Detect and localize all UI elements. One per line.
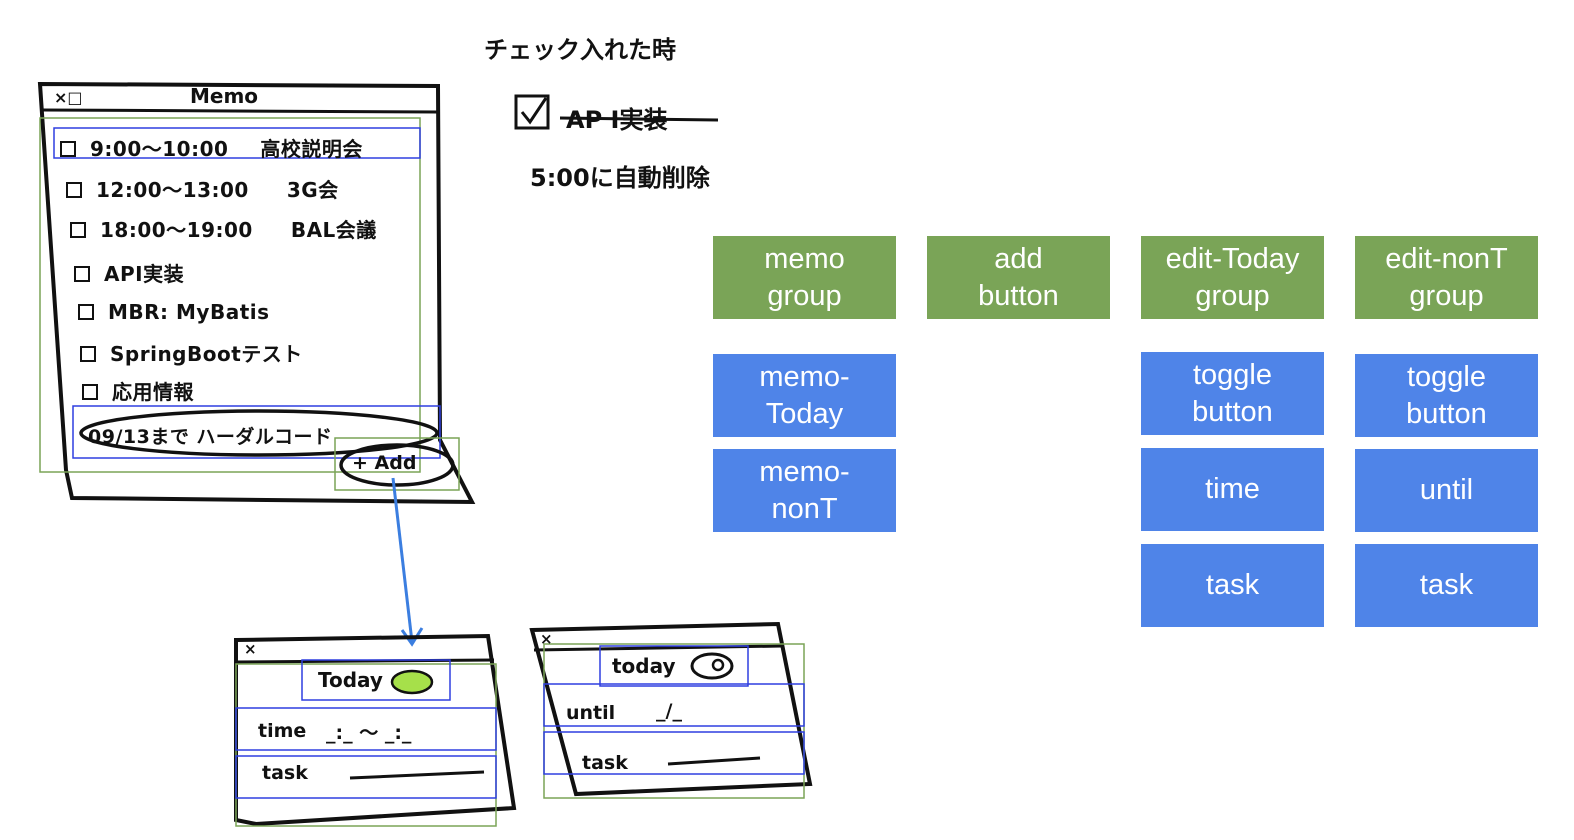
note-check-mark <box>520 97 548 125</box>
note-checkbox <box>514 94 550 130</box>
memo-today-box: memo-Today <box>713 354 896 437</box>
task-box-1: task <box>1141 544 1324 627</box>
add-button-outline <box>334 437 460 491</box>
edit-today-group-label: edit-Today group <box>1165 242 1300 312</box>
memo-row-task: 高校説明会 <box>260 137 363 161</box>
memo-row-task: BAL会議 <box>290 218 377 242</box>
memo-row-task: API実装 <box>104 262 185 286</box>
note-item-2: 5:00に自動削除 <box>530 164 710 192</box>
nont-oval <box>79 409 439 457</box>
main-window-title: Memo <box>190 84 259 108</box>
time-outline <box>235 707 497 751</box>
edit-today-group-box: edit-Today group <box>1141 236 1324 319</box>
dialog-today-close[interactable]: × <box>244 640 257 658</box>
task-box-label-2: task <box>1419 569 1474 601</box>
memo-row[interactable]: 18:00〜19:00 BAL会議 <box>70 214 377 243</box>
time-label: time <box>258 720 307 742</box>
memo-row[interactable]: 9:00〜10:00 高校説明会 <box>60 133 363 162</box>
toggle-button-label-1: toggle button <box>1192 358 1273 428</box>
add-oval <box>339 443 455 487</box>
toggle-switch-on <box>390 669 434 695</box>
until-box: until <box>1355 449 1538 532</box>
flow-arrow <box>391 477 414 643</box>
toggle-label-nont: today <box>612 654 676 678</box>
memo-row-task: SpringBootテスト <box>110 342 303 366</box>
toggle-button-box-1: toggle button <box>1141 352 1324 435</box>
task-box-2: task <box>1355 544 1538 627</box>
checkbox-icon[interactable] <box>70 222 86 238</box>
note-item-1: AP I実装 <box>566 106 668 134</box>
edit-nont-group-box: edit-nonT group <box>1355 236 1538 319</box>
add-button-box: add button <box>927 236 1110 319</box>
task-label-2: task <box>582 752 628 774</box>
memo-nont-text[interactable]: 09/13まで ハーダルコード <box>88 426 333 448</box>
main-window-close[interactable]: ×□ <box>54 88 83 107</box>
memo-row[interactable]: 12:00〜13:00 3G会 <box>66 174 339 203</box>
until-box-label: until <box>1419 474 1474 506</box>
memo-row-task: MBR: MyBatis <box>108 300 270 324</box>
until-input[interactable]: _/_ <box>656 700 682 722</box>
checkbox-icon[interactable] <box>66 182 82 198</box>
note-heading: チェック入れた時 <box>484 36 676 64</box>
task-line-1 <box>349 770 485 780</box>
memo-today-label: memo-Today <box>759 360 850 430</box>
main-window-titlebar-line <box>41 108 439 114</box>
memo-row-time: 12:00〜13:00 <box>96 178 249 202</box>
add-button-label: add button <box>978 242 1059 312</box>
toggle-switch-off <box>690 652 734 680</box>
memo-row[interactable]: 応用情報 <box>82 376 194 405</box>
toggle-label-today: Today <box>318 668 383 692</box>
until-label: until <box>566 702 616 724</box>
memo-row-task: 3G会 <box>286 178 339 202</box>
task-outline-1 <box>235 755 497 799</box>
time-box: time <box>1141 448 1324 531</box>
dialog-today-titlebar <box>235 658 495 664</box>
memo-nont-outline <box>72 405 441 459</box>
time-box-label: time <box>1205 473 1260 505</box>
memo-row[interactable]: SpringBootテスト <box>80 338 303 367</box>
memo-nont-label: memo-nonT <box>759 455 850 525</box>
add-button[interactable]: + Add <box>352 452 417 474</box>
toggle-button-label-2: toggle button <box>1406 360 1487 430</box>
main-window-frame <box>37 81 476 505</box>
memo-group-box: memo group <box>713 236 896 319</box>
toggle-outline-1 <box>301 659 451 701</box>
edit-nont-group-label: edit-nonT group <box>1385 242 1508 312</box>
until-outline <box>543 683 805 727</box>
memo-row[interactable]: MBR: MyBatis <box>78 300 270 324</box>
checkbox-icon[interactable] <box>78 304 94 320</box>
toggle-button-box-2: toggle button <box>1355 354 1538 437</box>
memo-row-time: 18:00〜19:00 <box>100 218 253 242</box>
checkbox-icon[interactable] <box>80 346 96 362</box>
memo-today-outline <box>53 127 421 159</box>
task-line-2 <box>667 756 761 766</box>
note-strike <box>559 116 719 122</box>
toggle-outline-2 <box>599 645 749 687</box>
checkbox-icon[interactable] <box>74 266 90 282</box>
dialog-nont-frame <box>529 621 813 797</box>
time-input[interactable]: _:_ 〜 _:_ <box>326 722 412 744</box>
memo-group-outline <box>39 117 421 473</box>
memo-group-label: memo group <box>764 242 845 312</box>
flow-arrow-head <box>400 627 424 647</box>
checkbox-icon[interactable] <box>60 141 76 157</box>
task-label-1: task <box>262 762 308 784</box>
memo-row-time: 9:00〜10:00 <box>90 137 229 161</box>
memo-row-task: 応用情報 <box>112 380 194 404</box>
dialog-nont-close[interactable]: × <box>540 630 553 648</box>
memo-nont-box: memo-nonT <box>713 449 896 532</box>
task-box-label-1: task <box>1205 569 1260 601</box>
checkbox-icon[interactable] <box>82 384 98 400</box>
task-outline-2 <box>543 731 805 775</box>
memo-row[interactable]: API実装 <box>74 258 184 287</box>
